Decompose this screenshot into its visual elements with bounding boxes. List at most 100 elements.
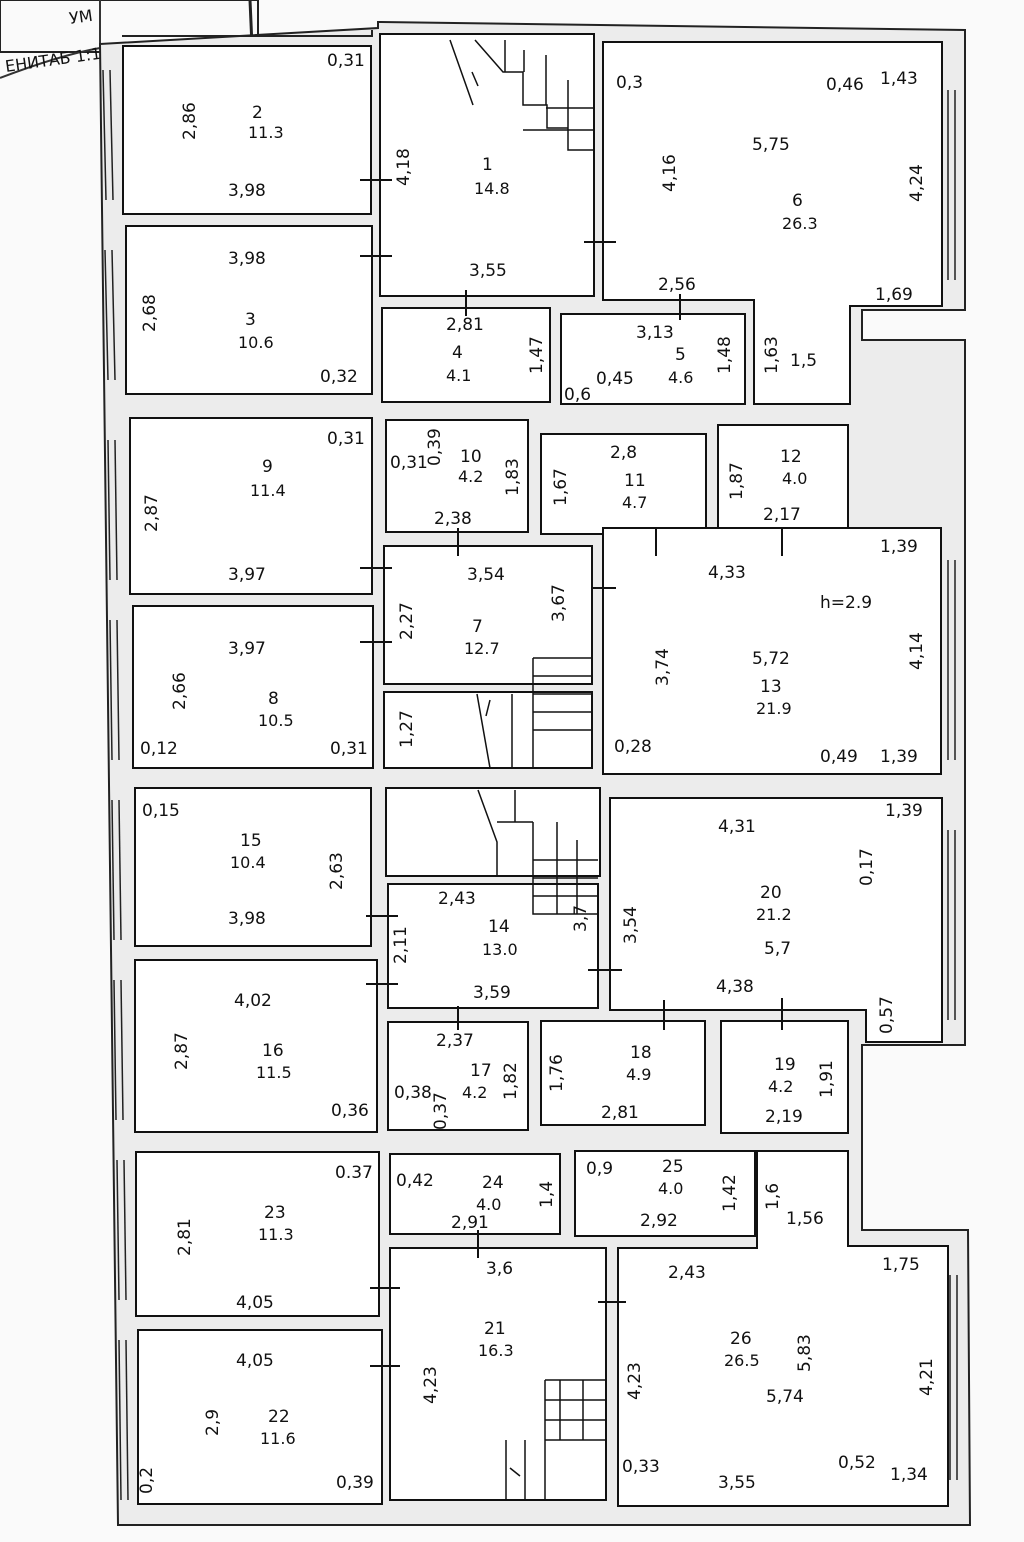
dim-label: 0,31 bbox=[330, 739, 368, 759]
room-22-area: 11.6 bbox=[260, 1429, 296, 1448]
dim-label: 2,66 bbox=[170, 672, 190, 710]
dim-label: 1,56 bbox=[786, 1209, 824, 1229]
room-3-area: 10.6 bbox=[238, 333, 274, 352]
dim-label: 1,48 bbox=[715, 336, 735, 374]
dim-label: 1,4 bbox=[537, 1181, 557, 1208]
dim-label: 1,39 bbox=[880, 747, 918, 767]
room-7-area: 12.7 bbox=[464, 639, 500, 658]
room-18-number: 18 bbox=[630, 1043, 652, 1063]
dim-label: 0,31 bbox=[390, 453, 428, 473]
dim-label: 4,18 bbox=[394, 148, 414, 186]
dim-label: 4,05 bbox=[236, 1351, 274, 1371]
dim-label: 2,43 bbox=[668, 1263, 706, 1283]
room-16-area: 11.5 bbox=[256, 1063, 292, 1082]
dim-label: 0,45 bbox=[596, 369, 634, 389]
outer-walls bbox=[98, 20, 972, 1526]
dim-label: 1,27 bbox=[397, 710, 417, 748]
dim-label: 5,7 bbox=[764, 939, 791, 959]
dim-label: 3,59 bbox=[473, 983, 511, 1003]
room-13-area: 21.9 bbox=[756, 699, 792, 718]
room-19-area: 4.2 bbox=[768, 1077, 793, 1096]
dim-label: 4,31 bbox=[718, 817, 756, 837]
dim-label: 2,27 bbox=[397, 602, 417, 640]
room-18-area: 4.9 bbox=[626, 1065, 651, 1084]
room-21-area: 16.3 bbox=[478, 1341, 514, 1360]
dim-label: 2,81 bbox=[446, 315, 484, 335]
dim-label: 2,37 bbox=[436, 1031, 474, 1051]
dim-label: 3,54 bbox=[621, 906, 641, 944]
room-9-area: 11.4 bbox=[250, 481, 286, 500]
dim-label: 0,6 bbox=[564, 385, 591, 405]
dim-label: 0,2 bbox=[137, 1467, 157, 1494]
dim-label: 0,31 bbox=[327, 429, 365, 449]
room-5-number: 5 bbox=[675, 345, 686, 365]
dim-label: 0,31 bbox=[327, 51, 365, 71]
room-4-number: 4 bbox=[452, 343, 463, 363]
dim-label: 0,46 bbox=[826, 75, 864, 95]
room-19-number: 19 bbox=[774, 1055, 796, 1075]
room-20 bbox=[609, 797, 943, 1043]
dim-label: 2,68 bbox=[140, 294, 160, 332]
dim-label: 0,28 bbox=[614, 737, 652, 757]
dim-label: 2,43 bbox=[438, 889, 476, 909]
dim-label: 4,38 bbox=[716, 977, 754, 997]
stair-1-icon bbox=[449, 39, 594, 151]
dim-label: 0,17 bbox=[857, 848, 877, 886]
room-2 bbox=[122, 45, 372, 215]
dim-label: 2,87 bbox=[172, 1032, 192, 1070]
dim-label: 0,42 bbox=[396, 1171, 434, 1191]
stair-7-icon bbox=[476, 657, 592, 769]
room-5 bbox=[560, 313, 746, 405]
dim-label: 1,39 bbox=[880, 537, 918, 557]
dim-label: 2,63 bbox=[327, 852, 347, 890]
dim-label: 3,74 bbox=[653, 648, 673, 686]
room-12-area: 4.0 bbox=[782, 469, 807, 488]
room-15-number: 15 bbox=[240, 831, 262, 851]
dim-label: 1,5 bbox=[790, 351, 817, 371]
room-18 bbox=[540, 1020, 706, 1126]
dim-label: 1,47 bbox=[527, 336, 547, 374]
dim-label: 1,42 bbox=[720, 1174, 740, 1212]
room-13-number: 13 bbox=[760, 677, 782, 697]
room-13 bbox=[602, 527, 942, 775]
dim-label: 3,7 bbox=[571, 905, 591, 932]
stamp-corner-text: УМ bbox=[68, 6, 94, 28]
room-22 bbox=[137, 1329, 383, 1505]
room-26-number: 26 bbox=[730, 1329, 752, 1349]
room-15-area: 10.4 bbox=[230, 853, 266, 872]
room-20-area: 21.2 bbox=[756, 905, 792, 924]
room-14-area: 13.0 bbox=[482, 940, 518, 959]
dim-label: 3,55 bbox=[469, 261, 507, 281]
dim-label: 4,24 bbox=[907, 164, 927, 202]
dim-label: 3,98 bbox=[228, 249, 266, 269]
dim-label: 1,75 bbox=[882, 1255, 920, 1275]
dim-label: 2,92 bbox=[640, 1211, 678, 1231]
room-9-number: 9 bbox=[262, 457, 273, 477]
room-1 bbox=[379, 33, 595, 297]
dim-label: 2,8 bbox=[610, 443, 637, 463]
room-labels: 2 11.3 1 14.8 6 26.3 3 10.6 4 4.1 5 4.6 … bbox=[230, 103, 872, 1448]
room-25 bbox=[574, 1150, 756, 1237]
dim-label: 2,38 bbox=[434, 509, 472, 529]
dim-label: 3,6 bbox=[486, 1259, 513, 1279]
dim-label: 3,54 bbox=[467, 565, 505, 585]
dim-label: 2,91 bbox=[451, 1213, 489, 1233]
room-24-number: 24 bbox=[482, 1173, 504, 1193]
dim-label: 0,52 bbox=[838, 1453, 876, 1473]
room-11-area: 4.7 bbox=[622, 493, 647, 512]
room-23-area: 11.3 bbox=[258, 1225, 294, 1244]
dimension-labels: 2,86 0,31 3,98 4,18 3,55 0,3 0,46 1,43 5… bbox=[137, 51, 937, 1494]
dim-label: 4,02 bbox=[234, 991, 272, 1011]
room-8-area: 10.5 bbox=[258, 711, 294, 730]
dim-label: 2,86 bbox=[180, 102, 200, 140]
dim-label: 0,49 bbox=[820, 747, 858, 767]
room-12-number: 12 bbox=[780, 447, 802, 467]
room-6-number: 6 bbox=[792, 191, 803, 211]
room-14-number: 14 bbox=[488, 917, 510, 937]
dim-label: 1,87 bbox=[727, 462, 747, 500]
dim-label: 1,63 bbox=[762, 336, 782, 374]
dim-label: 1,39 bbox=[885, 801, 923, 821]
dim-label: 5,83 bbox=[795, 1334, 815, 1372]
dim-label: 3,13 bbox=[636, 323, 674, 343]
